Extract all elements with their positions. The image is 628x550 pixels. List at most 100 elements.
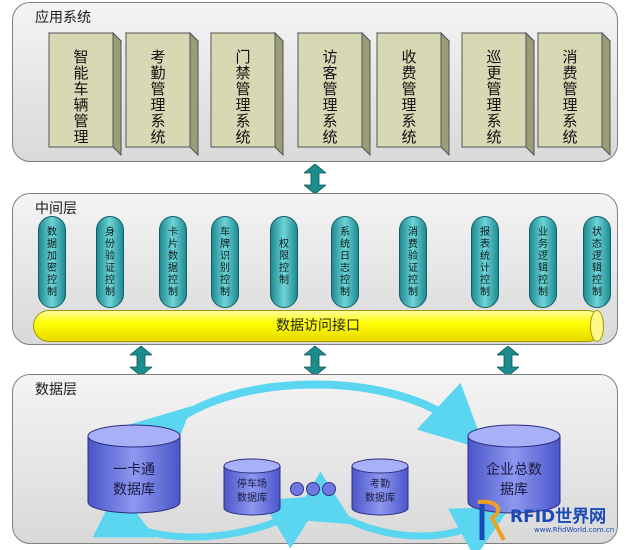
control-module-char: 制	[538, 287, 548, 298]
control-module-char: 控	[592, 275, 602, 286]
control-module-char: 份	[105, 239, 115, 250]
control-module-4: 车牌识别控制	[211, 216, 239, 308]
control-module-char: 车	[220, 227, 230, 238]
middle-data-double-arrow-center	[304, 346, 326, 376]
ellipsis-dot-3	[322, 482, 336, 496]
pipe-cap	[590, 310, 604, 342]
data-access-interface-label: 数据访问接口	[276, 318, 360, 334]
control-module-char: 片	[168, 239, 178, 250]
control-module-char: 制	[592, 287, 602, 298]
app-system-box-4: 访客管理系统	[296, 31, 372, 157]
control-module-char: 制	[279, 275, 289, 286]
control-module-char: 系	[340, 227, 350, 238]
ellipsis-dot-2	[306, 482, 320, 496]
middle-layer: 中间层 数据加密控制身份验证控制卡片数据控制车牌识别控制权限控制系统日志控制消费…	[12, 193, 618, 345]
control-module-char: 识	[220, 251, 230, 262]
control-module-char: 权	[279, 239, 289, 250]
control-module-char: 态	[592, 239, 602, 250]
card-database-label-2: 数据库	[113, 482, 155, 498]
control-module-8: 报表统计控制	[471, 216, 499, 308]
control-module-char: 证	[105, 263, 115, 274]
control-module-char: 限	[279, 251, 289, 262]
rfidworld-watermark: RFID世界网 www.RfidWorld.com.cn	[472, 496, 622, 546]
control-module-label-3: 卡片数据控制	[160, 223, 186, 303]
control-module-char: 统	[340, 239, 350, 250]
control-module-1: 数据加密控制	[38, 216, 66, 308]
app-system-label-4: 访客管理系统	[320, 49, 339, 145]
control-module-char: 日	[340, 251, 350, 262]
attendance-database-label-2: 数据库	[365, 493, 395, 504]
ellipsis-dot-1	[290, 482, 304, 496]
control-module-char: 报	[480, 227, 490, 238]
application-layer-title: 应用系统	[35, 10, 91, 26]
middle-data-double-arrow-right	[497, 346, 519, 376]
attendance-database-label-1: 考勤	[370, 479, 390, 490]
control-module-char: 业	[538, 227, 548, 238]
parking-database-cylinder	[223, 458, 281, 516]
app-system-box-2: 考勤管理系统	[124, 31, 200, 157]
control-module-char: 费	[408, 239, 418, 250]
control-module-5: 权限控制	[270, 216, 298, 308]
bottom-right-sync-arrow	[291, 471, 511, 550]
app-system-label-5: 收费管理系统	[399, 49, 418, 145]
control-module-char: 控	[105, 275, 115, 286]
control-module-3: 卡片数据控制	[159, 216, 187, 308]
control-module-char: 控	[480, 275, 490, 286]
control-module-char: 控	[47, 275, 57, 286]
control-module-2: 身份验证控制	[96, 216, 124, 308]
control-module-label-5: 权限控制	[271, 223, 297, 303]
app-system-box-3: 门禁管理系统	[209, 31, 285, 157]
control-module-char: 辑	[538, 263, 548, 274]
app-system-box-5: 收费管理系统	[375, 31, 451, 157]
card-database-cylinder	[87, 424, 181, 514]
app-middle-double-arrow	[304, 164, 326, 194]
control-module-char: 状	[592, 227, 602, 238]
control-module-char: 控	[168, 275, 178, 286]
control-module-label-4: 车牌识别控制	[212, 223, 238, 303]
control-module-char: 卡	[168, 227, 178, 238]
control-module-char: 制	[168, 287, 178, 298]
control-module-char: 消	[408, 227, 418, 238]
control-module-label-10: 状态逻辑控制	[584, 223, 610, 303]
control-module-char: 验	[105, 251, 115, 262]
control-module-char: 制	[480, 287, 490, 298]
app-system-box-1: 智能车辆管理	[47, 31, 123, 157]
control-module-char: 验	[408, 251, 418, 262]
control-module-char: 制	[105, 287, 115, 298]
data-layer-title: 数据层	[35, 382, 77, 398]
rfidworld-logo-icon	[477, 499, 506, 541]
parking-database-label-1: 停车场	[237, 479, 267, 490]
top-sync-arrow	[122, 380, 486, 474]
watermark-text: RFID世界网	[510, 507, 607, 527]
control-module-char: 牌	[220, 239, 230, 250]
card-database-label-1: 一卡通	[113, 462, 155, 478]
control-module-label-2: 身份验证控制	[97, 223, 123, 303]
control-module-char: 制	[220, 287, 230, 298]
control-module-char: 据	[168, 263, 178, 274]
control-module-6: 系统日志控制	[331, 216, 359, 308]
control-module-label-7: 消费验证控制	[400, 223, 426, 303]
control-module-char: 控	[408, 275, 418, 286]
data-access-interface: 数据访问接口	[33, 310, 604, 342]
control-module-char: 统	[480, 251, 490, 262]
middle-layer-title: 中间层	[35, 201, 77, 217]
control-module-char: 加	[47, 251, 57, 262]
watermark-url: www.RfidWorld.com.cn	[534, 526, 615, 534]
attendance-database: 考勤 数据库	[350, 458, 410, 516]
enterprise-database-label-1: 企业总数	[486, 462, 542, 478]
control-module-char: 制	[408, 287, 418, 298]
attendance-database-cylinder	[351, 458, 409, 516]
parking-database-label-2: 数据库	[237, 493, 267, 504]
control-module-9: 业务逻辑控制	[529, 216, 557, 308]
control-module-char: 控	[538, 275, 548, 286]
app-system-box-7: 消费管理系统	[536, 31, 612, 157]
app-system-label-1: 智能车辆管理	[71, 49, 90, 145]
control-module-char: 控	[340, 275, 350, 286]
control-module-char: 别	[220, 263, 230, 274]
app-system-label-2: 考勤管理系统	[148, 49, 167, 145]
control-module-7: 消费验证控制	[399, 216, 427, 308]
control-module-char: 制	[47, 287, 57, 298]
application-layer: 应用系统 智能车辆管理考勤管理系统门禁管理系统访客管理系统收费管理系统巡更管理系…	[12, 2, 618, 162]
enterprise-database-cylinder	[467, 424, 561, 514]
control-module-char: 务	[538, 239, 548, 250]
